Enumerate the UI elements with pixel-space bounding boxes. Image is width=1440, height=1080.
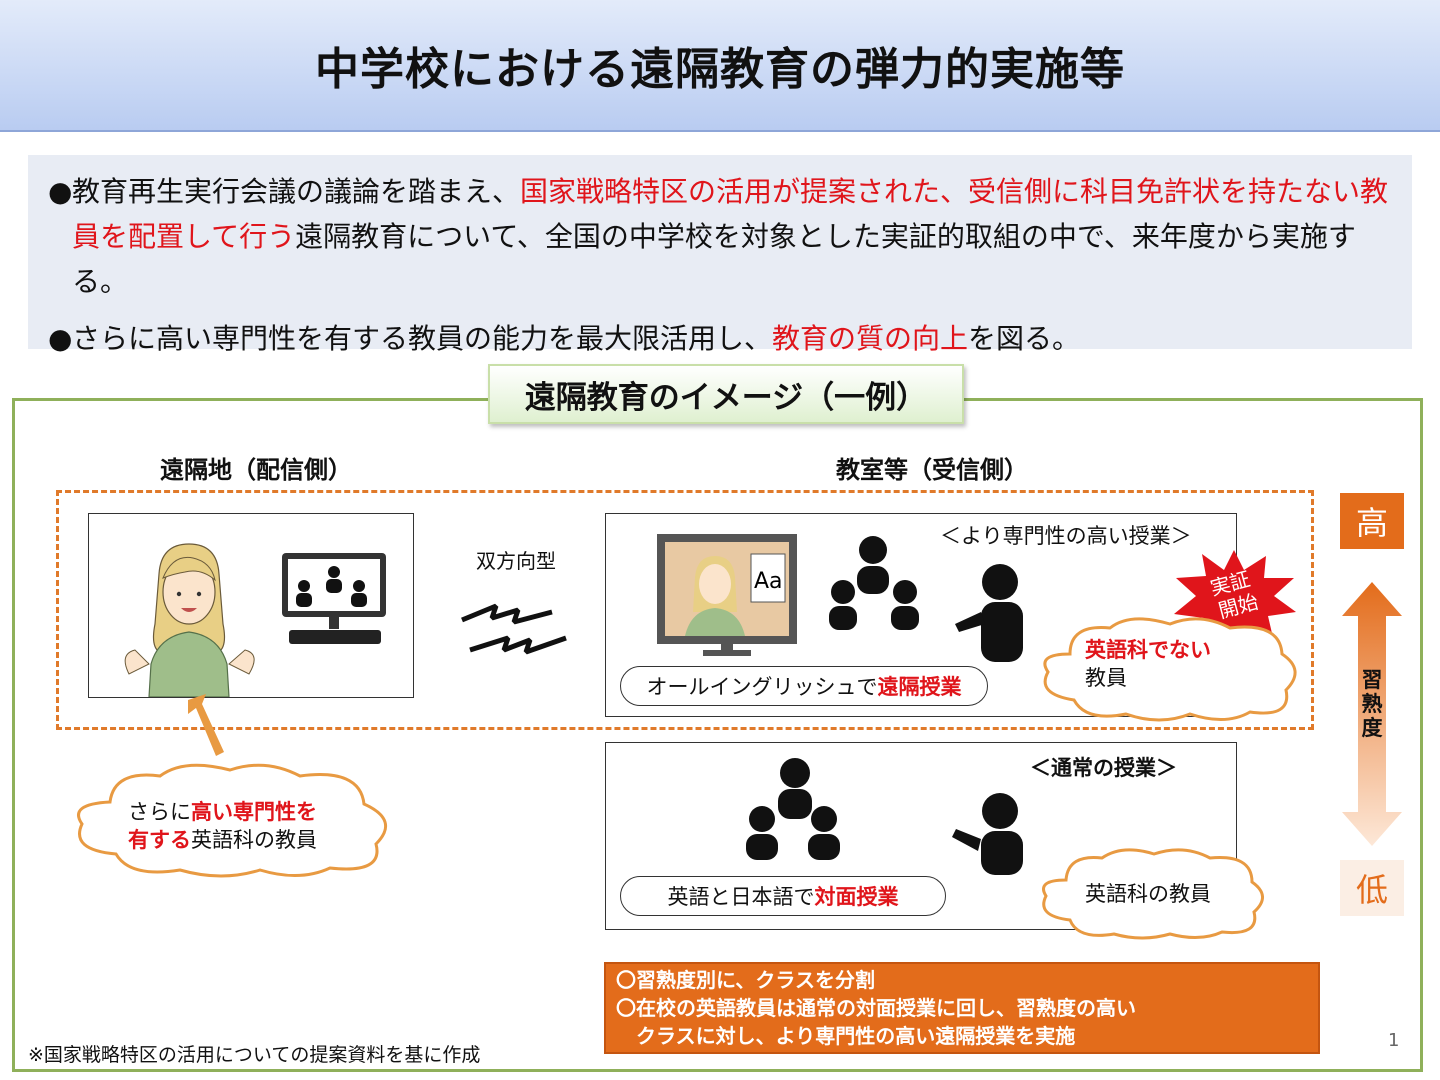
intro-bullet-2-text: さらに高い専門性を有する教員の能力を最大限活用し、教育の質の向上を図る。 (72, 316, 1392, 361)
high-badge: 高 (1340, 493, 1404, 549)
left-cloud-text-a: さらに (128, 800, 191, 824)
left-heading: 遠隔地（配信側） (160, 456, 352, 484)
board-text: Aa (754, 569, 783, 594)
monitor-icon (282, 553, 386, 644)
left-cloud (77, 763, 388, 878)
intro-b2-text-b: を図る。 (968, 322, 1081, 355)
regular-class-title: ＜通常の授業＞ (1030, 756, 1177, 780)
students-icon (829, 536, 919, 630)
proficiency-char-3: 度 (1361, 716, 1383, 740)
intro-panel: ● 教育再生実行会議の議論を踏まえ、国家戦略特区の活用が提案された、受信側に科目… (28, 155, 1412, 355)
left-cloud-line-1: さらに高い専門性を (128, 798, 317, 826)
title-bar: 中学校における遠隔教育の弾力的実施等 (0, 0, 1440, 132)
right-heading: 教室等（受信側） (836, 456, 1028, 484)
advanced-class-illustration: Aa (657, 534, 1023, 662)
remote-teacher-illustration (124, 543, 386, 698)
summary-line-3: クラスに対し、より専門性の高い遠隔授業を実施 (616, 1024, 1076, 1048)
summary-line-2: 〇在校の英語教員は通常の対面授業に回し、習熟度の高い (616, 996, 1136, 1020)
upper-cloud-text-red: 英語科でない (1085, 638, 1211, 662)
page-title: 中学校における遠隔教育の弾力的実施等 (315, 44, 1125, 95)
page-number: 1 (1388, 1030, 1400, 1051)
left-cloud-text-b: 英語科の教員 (191, 828, 317, 852)
advanced-class-title: ＜より専門性の高い授業＞ (940, 524, 1192, 548)
remote-teacher-panel (88, 513, 414, 698)
left-cloud-line-2: 有する英語科の教員 (128, 826, 317, 854)
summary-line-1: 〇習熟度別に、クラスを分割 (616, 968, 875, 992)
summary-box: 〇習熟度別に、クラスを分割 〇在校の英語教員は通常の対面授業に回し、習熟度の高い… (604, 962, 1320, 1054)
lower-cloud-text: 英語科の教員 (1085, 882, 1211, 906)
remote-pill-text-red: 遠隔授業 (877, 675, 962, 699)
regular-class-illustration (746, 758, 1023, 875)
non-english-teacher-icon (955, 564, 1023, 662)
lightning-icon (461, 603, 567, 655)
intro-bullet-2: ● さらに高い専門性を有する教員の能力を最大限活用し、教育の質の向上を図る。 (48, 316, 1392, 361)
bullet-dot: ● (48, 322, 73, 355)
intro-b1-text-b: 遠隔教育について、全国の中学校を対象とした実証的取組の中で、来年度から実施する。 (72, 220, 1356, 298)
upper-cloud-text: 英語科でない 教員 (1085, 636, 1211, 692)
lower-cloud (1042, 848, 1264, 940)
english-teacher-icon (952, 793, 1023, 875)
face-to-face-pill: 英語と日本語で対面授業 (620, 876, 946, 916)
proficiency-char-1: 習 (1361, 668, 1383, 692)
left-cloud-text-red-b: 有する (128, 828, 191, 852)
remote-lesson-group (56, 490, 1314, 730)
left-cloud-text-red-a: 高い専門性を (191, 800, 317, 824)
intro-b2-text-red: 教育の質の向上 (772, 322, 969, 355)
proficiency-label: 習 熟 度 (1358, 668, 1386, 740)
intro-bullet-1: ● 教育再生実行会議の議論を踏まえ、国家戦略特区の活用が提案された、受信側に科目… (48, 169, 1392, 304)
teacher-figure (124, 543, 255, 698)
remote-pill-text: オールイングリッシュで (646, 675, 878, 699)
intro-bullet-1-text: 教育再生実行会議の議論を踏まえ、国家戦略特区の活用が提案された、受信側に科目免許… (72, 169, 1392, 304)
bullet-dot: ● (48, 175, 73, 208)
screen-icon: Aa (657, 534, 797, 656)
footnote: ※国家戦略特区の活用についての提案資料を基に作成 (28, 1044, 481, 1066)
section-label: 遠隔教育のイメージ（一例） (488, 364, 964, 424)
face-pill-text: 英語と日本語で (667, 885, 815, 909)
intro-b1-text-a: 教育再生実行会議の議論を踏まえ、 (72, 175, 521, 208)
low-badge: 低 (1340, 860, 1404, 916)
students-icon (746, 758, 840, 860)
up-arrow-icon (188, 694, 224, 756)
face-pill-text-red: 対面授業 (814, 885, 899, 909)
proficiency-arrow (1342, 582, 1402, 846)
remote-lesson-pill: オールイングリッシュで遠隔授業 (620, 666, 988, 706)
upper-cloud (1043, 617, 1297, 722)
intro-b1-text-red: 国家戦略特区の活用が提案された、受信側に科目免許状を持たない教員を配置して行う (72, 175, 1389, 253)
intro-b2-text-a: さらに高い専門性を有する教員の能力を最大限活用し、 (72, 322, 773, 355)
left-cloud-text: さらに高い専門性を 有する英語科の教員 (128, 798, 317, 854)
upper-cloud-text-b: 教員 (1085, 666, 1127, 690)
bidirectional-label: 双方向型 (476, 549, 556, 573)
proficiency-char-2: 熟 (1361, 692, 1383, 716)
